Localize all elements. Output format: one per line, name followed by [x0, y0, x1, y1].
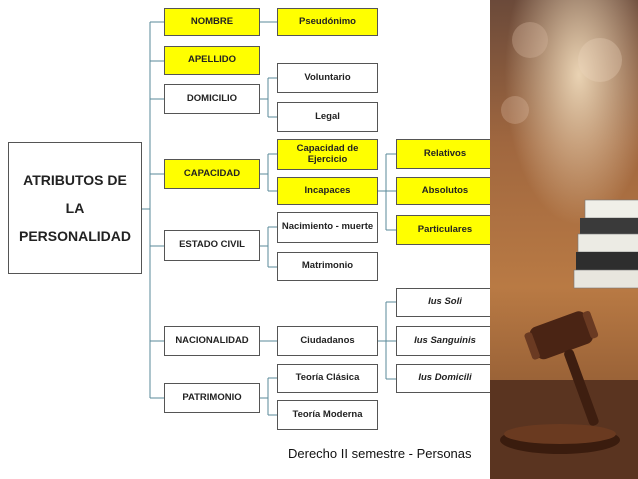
detail-ius-sanguinis: Ius Sanguinis [396, 326, 494, 356]
attribute-estado-civil: ESTADO CIVIL [164, 230, 260, 261]
law-books-gavel-photo [490, 0, 638, 479]
detail-teoria-moderna: Teoría Moderna [277, 400, 378, 430]
detail-particulares: Particulares [396, 215, 494, 245]
detail-nacimiento-muerte: Nacimiento - muerte [277, 212, 378, 243]
gavel-icon [490, 0, 638, 479]
detail-teoria-clasica: Teoría Clásica [277, 364, 378, 393]
attribute-domicilio: DOMICILIO [164, 84, 260, 114]
detail-incapaces: Incapaces [277, 177, 378, 205]
attribute-nacionalidad: NACIONALIDAD [164, 326, 260, 356]
detail-ciudadanos: Ciudadanos [277, 326, 378, 356]
attribute-capacidad: CAPACIDAD [164, 159, 260, 189]
attribute-nombre: NOMBRE [164, 8, 260, 36]
detail-ius-domicili: Ius Domicili [396, 364, 494, 393]
root-node: ATRIBUTOS DE LA PERSONALIDAD [8, 142, 142, 274]
detail-ius-soli: Ius Soli [396, 288, 494, 317]
detail-absolutos: Absolutos [396, 177, 494, 205]
detail-relativos: Relativos [396, 139, 494, 169]
detail-legal: Legal [277, 102, 378, 132]
detail-voluntario: Voluntario [277, 63, 378, 93]
footer-caption: Derecho II semestre - Personas [288, 446, 472, 461]
attribute-apellido: APELLIDO [164, 46, 260, 75]
attribute-patrimonio: PATRIMONIO [164, 383, 260, 413]
detail-capacidad-ejercicio: Capacidad de Ejercicio [277, 139, 378, 170]
detail-pseudonimo: Pseudónimo [277, 8, 378, 36]
detail-matrimonio: Matrimonio [277, 252, 378, 281]
